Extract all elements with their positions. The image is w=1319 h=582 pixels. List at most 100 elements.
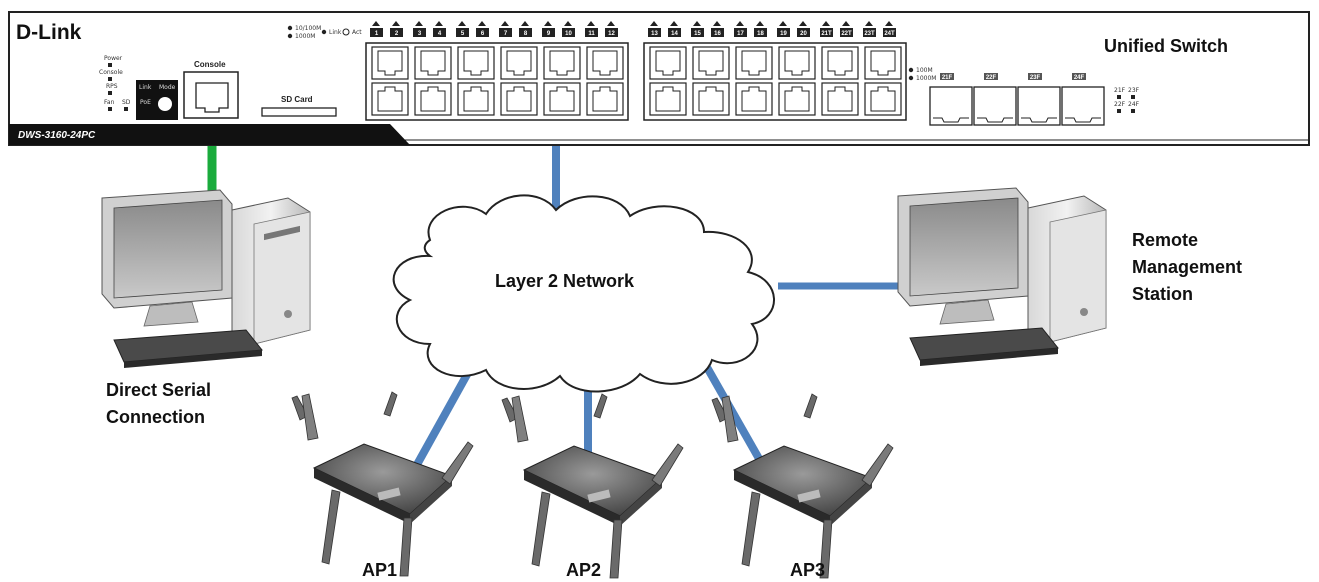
brand-logo: D-Link xyxy=(16,21,82,44)
port-number-tag: 17 xyxy=(734,21,747,37)
speed-legend: 10/100M 1000M Link Act xyxy=(287,25,362,40)
access-point-icon xyxy=(291,391,474,577)
port-number-tag: 14 xyxy=(668,21,681,37)
layer2-network-cloud: Layer 2 Network xyxy=(392,194,775,393)
rj45-port xyxy=(778,46,816,80)
rj45-port xyxy=(692,46,730,80)
fiber-legend: 100M 1000M xyxy=(908,67,936,82)
port-number-tag: 4 xyxy=(433,21,446,37)
rj45-port xyxy=(500,82,538,116)
port-number-tag: 13 xyxy=(648,21,661,37)
port-number: 9 xyxy=(547,31,551,37)
pc-tower-icon xyxy=(231,197,311,345)
port-number-tag: 9 xyxy=(542,21,555,37)
port-number: 16 xyxy=(714,31,721,37)
port-number-tag: 21T xyxy=(820,21,833,37)
serial-pc xyxy=(101,189,311,368)
switch-title: Unified Switch xyxy=(1104,36,1228,56)
rj45-port xyxy=(735,46,773,80)
console-port-label: Console xyxy=(194,60,226,69)
port-number-tag: 18 xyxy=(754,21,767,37)
sfp-port-number: 23F xyxy=(1030,75,1041,81)
model-name: DWS-3160-24PC xyxy=(18,130,96,141)
rj45-port xyxy=(692,82,730,116)
mode-button xyxy=(158,97,172,111)
port-number-tag: 8 xyxy=(519,21,532,37)
sfp-port: 23F xyxy=(1017,73,1061,126)
port-number-tag: 11 xyxy=(585,21,598,37)
rj45-port xyxy=(586,82,624,116)
rj45-port xyxy=(414,82,452,116)
unified-switch: D-Link DWS-3160-24PC Power Console RPS F… xyxy=(8,11,1310,146)
svg-text:Power: Power xyxy=(104,55,123,62)
svg-text:100M: 100M xyxy=(916,67,933,74)
rj45-port xyxy=(864,46,902,80)
port-number: 19 xyxy=(780,31,787,37)
port-block-13-24 xyxy=(643,42,907,121)
port-number: 5 xyxy=(461,31,465,37)
port-number-tag: 10 xyxy=(562,21,575,37)
access-points xyxy=(291,391,894,579)
rj45-port xyxy=(649,82,687,116)
port-number: 18 xyxy=(757,31,764,37)
port-number: 15 xyxy=(694,31,701,37)
port-number-tag: 12 xyxy=(605,21,618,37)
rj45-port xyxy=(371,82,409,116)
rj45-port xyxy=(500,46,538,80)
port-number-tag: 22T xyxy=(840,21,853,37)
sfp-port-number: 22F xyxy=(986,75,997,81)
port-number: 23T xyxy=(864,31,875,37)
rj45-port xyxy=(864,82,902,116)
svg-text:21F: 21F xyxy=(1114,87,1126,94)
port-number: 11 xyxy=(588,31,595,37)
svg-text:Console: Console xyxy=(99,69,123,76)
rj45-port xyxy=(821,82,859,116)
rj45-port xyxy=(457,46,495,80)
model-ribbon xyxy=(9,124,410,145)
port-number-tag: 16 xyxy=(711,21,724,37)
sd-card-slot: SD Card xyxy=(261,95,337,117)
svg-text:22F: 22F xyxy=(1114,101,1126,108)
port-number: 12 xyxy=(608,31,615,37)
svg-text:Link: Link xyxy=(139,84,152,91)
port-number-tag: 3 xyxy=(413,21,426,37)
svg-text:Mode: Mode xyxy=(159,84,176,91)
port-number: 2 xyxy=(395,31,399,37)
port-number: 1 xyxy=(375,31,379,37)
port-number: 17 xyxy=(737,31,744,37)
port-number: 3 xyxy=(418,31,422,37)
port-number-tag: 24T xyxy=(883,21,896,37)
rj45-port xyxy=(543,82,581,116)
port-number: 7 xyxy=(504,31,508,37)
svg-text:Act: Act xyxy=(352,29,362,36)
port-number-tag: 1 xyxy=(370,21,383,37)
port-number-tag: 7 xyxy=(499,21,512,37)
rj45-port xyxy=(371,46,409,80)
status-leds: Power Console RPS Fan SD xyxy=(99,55,131,111)
svg-text:RPS: RPS xyxy=(106,83,118,90)
pc-monitor-icon xyxy=(897,187,1029,325)
serial-pc-label: Direct Serial Connection xyxy=(106,380,216,427)
ap1-label: AP1 xyxy=(362,560,397,580)
rj45-port xyxy=(414,46,452,80)
pc-keyboard-icon xyxy=(113,329,263,368)
svg-text:23F: 23F xyxy=(1128,87,1140,94)
sfp-port: 24F xyxy=(1061,73,1105,126)
access-point-icon xyxy=(501,393,684,579)
port-number-tag: 19 xyxy=(777,21,790,37)
port-number: 8 xyxy=(524,31,528,37)
ap1-cable xyxy=(410,360,478,472)
port-number-tag: 23T xyxy=(863,21,876,37)
cloud-label: Layer 2 Network xyxy=(495,271,635,291)
port-number: 13 xyxy=(651,31,658,37)
access-point-icon xyxy=(711,393,894,579)
sd-card-label: SD Card xyxy=(281,95,313,104)
port-number: 6 xyxy=(481,31,485,37)
port-number-tag: 2 xyxy=(390,21,403,37)
port-number: 21T xyxy=(821,31,832,37)
port-number: 22T xyxy=(841,31,852,37)
port-number: 24T xyxy=(884,31,895,37)
remote-pc-label: Remote Management Station xyxy=(1132,230,1247,304)
svg-text:SD: SD xyxy=(122,99,131,106)
